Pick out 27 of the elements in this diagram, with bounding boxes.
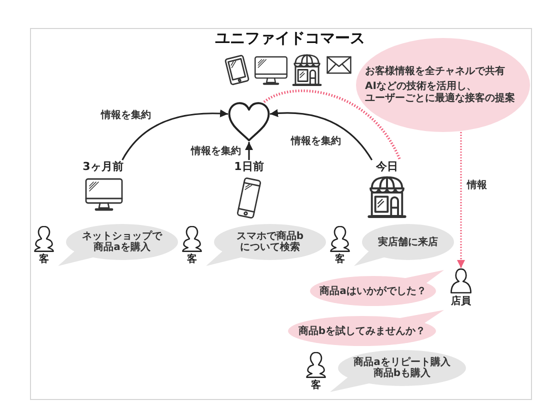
person-label: 店員 [451, 296, 471, 308]
dotted-arrow [457, 132, 465, 268]
bubble-text: 商品aをリピート購入商品bも購入 [352, 357, 452, 379]
edge-label: 情報を集約 [100, 110, 152, 122]
curved-dotted-line [263, 90, 402, 161]
bubble-text: スマホで商品bについて検索 [235, 231, 305, 253]
note-text: AIなどの技術を活用し、ユーザーごとに最適な接客の提案 [365, 80, 516, 104]
bubble-text: 実店舗に来店 [378, 236, 438, 248]
edge-label: 情報 [466, 180, 488, 192]
person-label: 客 [311, 380, 321, 392]
time-label: 今日 [366, 160, 408, 174]
person-label: 客 [39, 254, 49, 266]
curved-arrow [270, 109, 373, 160]
time-label: 3ヶ月前 [80, 160, 126, 174]
bubble-text: 商品aはいかがでした？ [320, 286, 426, 296]
edge-label: 情報を集約 [190, 146, 242, 158]
time-label: 1日前 [227, 160, 271, 174]
diagram-title: ユニファイドコマース [214, 29, 366, 48]
bubble-text: 商品bを試してみませんか？ [298, 326, 426, 336]
arrow [245, 142, 253, 160]
edge-label: 情報を集約 [290, 136, 342, 148]
person-label: 客 [187, 254, 197, 266]
note-text: お客様情報を全チャネルで共有 [365, 66, 505, 78]
person-label: 客 [335, 254, 345, 266]
bubble-text: ネットショップで商品aを購入 [81, 231, 164, 253]
curved-arrow [122, 110, 228, 160]
heart-icon [228, 102, 270, 142]
